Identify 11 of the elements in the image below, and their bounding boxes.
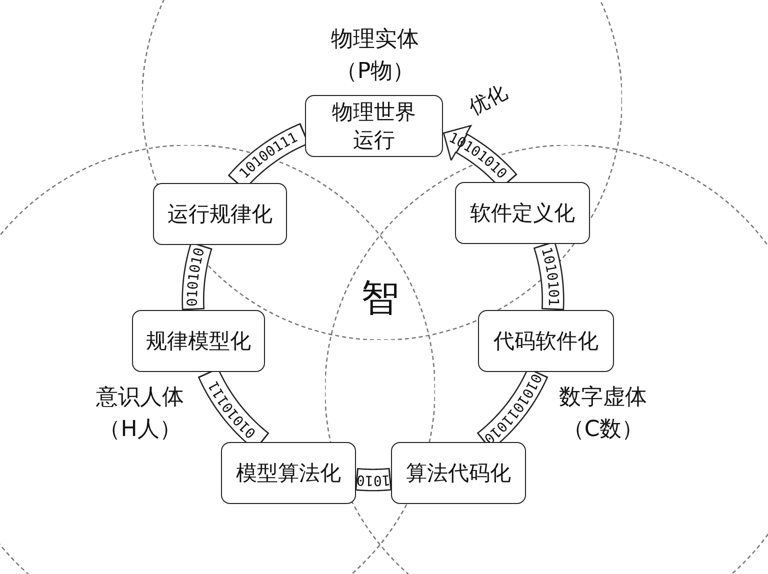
arrow-label: 优化 <box>464 78 512 122</box>
process-box: 规律模型化 <box>132 310 265 372</box>
process-box: 软件定义化 <box>455 182 590 244</box>
process-box: 物理世界运行 <box>305 95 443 157</box>
circle-label: 意识人体（H人） <box>95 384 185 444</box>
circle-label: 数字虚体（C数） <box>558 384 648 444</box>
process-box: 代码软件化 <box>478 310 614 372</box>
process-box: 运行规律化 <box>153 183 287 245</box>
edge-label: 1010 <box>356 471 391 488</box>
circle-label: 物理实体（P物） <box>330 26 420 86</box>
center-label: 智 <box>361 274 399 322</box>
